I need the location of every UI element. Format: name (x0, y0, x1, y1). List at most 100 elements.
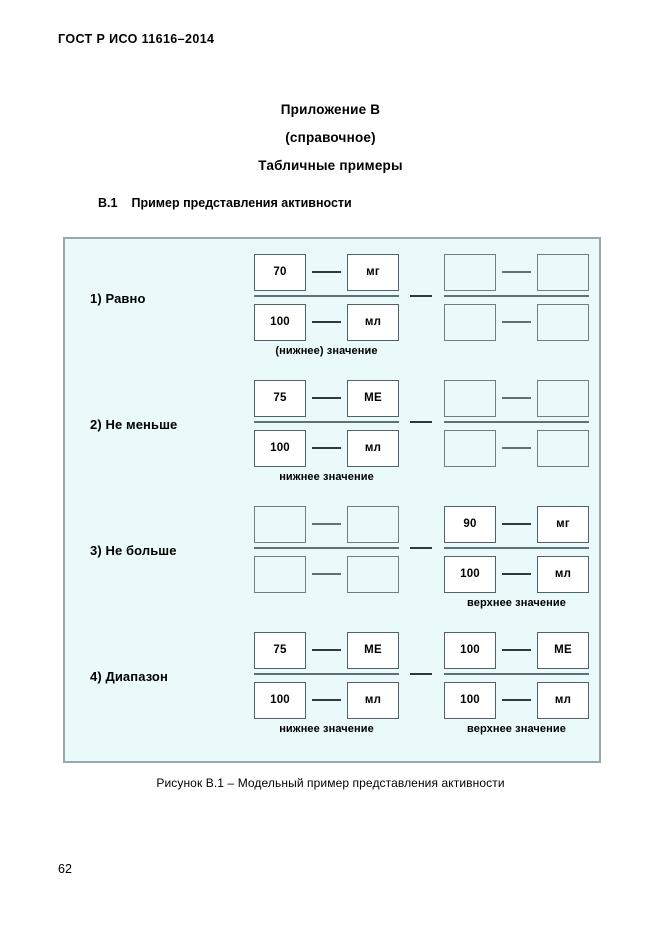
row-label: 4) Диапазон (90, 669, 168, 684)
fraction-bar (254, 421, 399, 423)
unit-box[interactable] (537, 379, 589, 417)
dash-connector (312, 523, 341, 525)
unit-box[interactable] (537, 429, 589, 467)
dash-connector (502, 699, 531, 701)
fraction-separator-dash (410, 421, 432, 423)
fraction-bar (444, 547, 589, 549)
value-box[interactable] (444, 429, 496, 467)
fraction-denominator: 100 мл (444, 681, 589, 719)
fraction-numerator: 75 МЕ (254, 631, 399, 669)
dash-connector (312, 649, 341, 651)
dash-connector (502, 397, 531, 399)
value-box[interactable] (444, 379, 496, 417)
dash-connector (502, 573, 531, 575)
dash-connector (312, 321, 341, 323)
unit-box[interactable]: мл (537, 681, 589, 719)
unit-box[interactable] (347, 555, 399, 593)
value-box[interactable]: 100 (444, 681, 496, 719)
fraction-numerator: 100 МЕ (444, 631, 589, 669)
fraction-denominator: 100 мл (254, 429, 399, 467)
clause-number: В.1 (98, 196, 118, 210)
clause-heading: В.1 Пример представления активности (98, 196, 352, 210)
fraction-caption: верхнее значение (467, 597, 566, 609)
row-label: 1) Равно (90, 291, 146, 306)
unit-box[interactable]: МЕ (537, 631, 589, 669)
fraction-denominator: 100 мл (444, 555, 589, 593)
fraction-bar (254, 547, 399, 549)
dash-connector (312, 447, 341, 449)
unit-box[interactable]: МЕ (347, 379, 399, 417)
row-label: 3) Не больше (90, 543, 177, 558)
unit-box[interactable]: мл (537, 555, 589, 593)
value-box[interactable] (444, 253, 496, 291)
fraction-denominator: 100 мл (254, 303, 399, 341)
dash-connector (312, 699, 341, 701)
fraction-separator-dash (410, 547, 432, 549)
value-box[interactable]: 100 (444, 631, 496, 669)
figure-row: 4) Диапазон 75 МЕ 100 мл нижнее значение (65, 621, 599, 747)
fraction-caption: верхнее значение (467, 723, 566, 735)
fraction-numerator: 90 мг (444, 505, 589, 543)
unit-box[interactable] (537, 253, 589, 291)
unit-box[interactable]: мл (347, 681, 399, 719)
annex-title-block: Приложение В (справочное) Табличные прим… (0, 96, 661, 180)
value-box[interactable] (254, 555, 306, 593)
unit-box[interactable]: мл (347, 303, 399, 341)
dash-connector (502, 321, 531, 323)
document-header-standard-number: ГОСТ Р ИСО 11616–2014 (58, 32, 215, 46)
annex-type: (справочное) (285, 130, 376, 145)
figure-panel: 1) Равно 70 мг 100 мл (нижнее) значение (63, 237, 601, 763)
figure-row: 3) Не больше 90 (65, 495, 599, 621)
fraction-denominator (444, 429, 589, 467)
dash-connector (502, 447, 531, 449)
value-box[interactable]: 70 (254, 253, 306, 291)
value-box[interactable]: 100 (254, 429, 306, 467)
dash-connector (502, 271, 531, 273)
value-box[interactable]: 100 (254, 303, 306, 341)
fraction-denominator (444, 303, 589, 341)
dash-connector (312, 397, 341, 399)
fraction-bar (254, 673, 399, 675)
figure-caption: Рисунок В.1 – Модельный пример представл… (156, 776, 505, 790)
value-box[interactable] (254, 505, 306, 543)
unit-box[interactable] (347, 505, 399, 543)
fraction-numerator (444, 379, 589, 417)
fraction-bar (254, 295, 399, 297)
value-box[interactable]: 90 (444, 505, 496, 543)
annex-name: Табличные примеры (258, 158, 403, 173)
fraction-numerator (444, 253, 589, 291)
figure-row: 2) Не меньше 75 МЕ 100 мл нижнее значени… (65, 369, 599, 495)
fraction-separator-dash (410, 673, 432, 675)
fraction-bar (444, 421, 589, 423)
value-box[interactable]: 100 (444, 555, 496, 593)
unit-box[interactable]: мл (347, 429, 399, 467)
dash-connector (312, 573, 341, 575)
fraction-numerator: 75 МЕ (254, 379, 399, 417)
value-box[interactable]: 100 (254, 681, 306, 719)
fraction-separator-dash (410, 295, 432, 297)
fraction-denominator (254, 555, 399, 593)
value-box[interactable]: 75 (254, 631, 306, 669)
value-box[interactable]: 75 (254, 379, 306, 417)
dash-connector (312, 271, 341, 273)
dash-connector (502, 649, 531, 651)
fraction-bar (444, 295, 589, 297)
fraction-caption: нижнее значение (279, 723, 374, 735)
unit-box[interactable]: мг (347, 253, 399, 291)
unit-box[interactable]: МЕ (347, 631, 399, 669)
value-box[interactable] (444, 303, 496, 341)
unit-box[interactable]: мг (537, 505, 589, 543)
fraction-caption: (нижнее) значение (275, 345, 378, 357)
unit-box[interactable] (537, 303, 589, 341)
fraction-denominator: 100 мл (254, 681, 399, 719)
fraction-caption: нижнее значение (279, 471, 374, 483)
clause-title: Пример представления активности (131, 196, 352, 210)
page-number: 62 (58, 862, 72, 876)
fraction-numerator: 70 мг (254, 253, 399, 291)
annex-label: Приложение В (280, 102, 381, 117)
row-label: 2) Не меньше (90, 417, 178, 432)
figure-row: 1) Равно 70 мг 100 мл (нижнее) значение (65, 243, 599, 369)
dash-connector (502, 523, 531, 525)
fraction-bar (444, 673, 589, 675)
